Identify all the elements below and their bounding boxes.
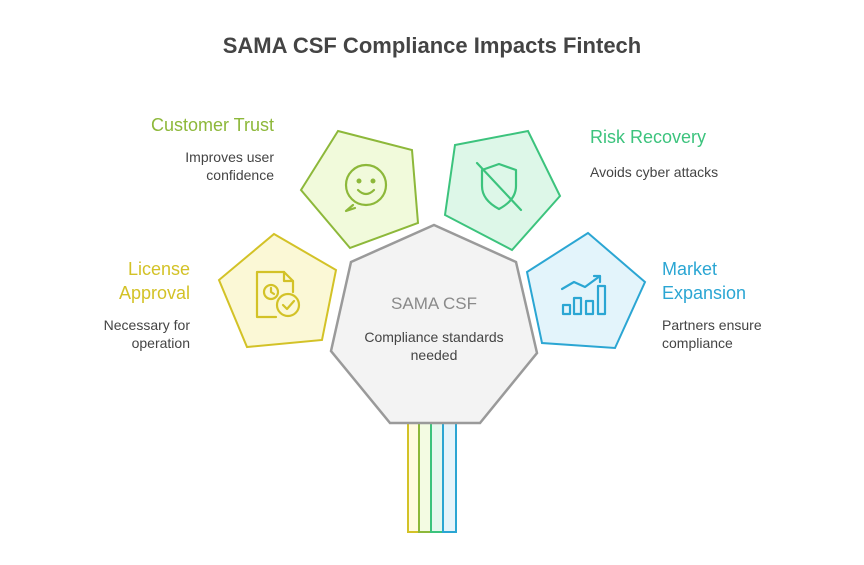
diagram-title: SAMA CSF Compliance Impacts Fintech bbox=[222, 33, 642, 58]
shield-off-icon bbox=[475, 161, 523, 212]
center-heptagon[interactable] bbox=[329, 223, 539, 425]
stem-stripes bbox=[407, 419, 457, 533]
risk-recovery-description: Avoids cyber attacks bbox=[590, 164, 719, 180]
license-approval-title: License Approval bbox=[118, 259, 190, 303]
market-expansion-title: Market Expansion bbox=[662, 259, 747, 303]
growth-chart-icon bbox=[560, 274, 607, 316]
smiley-chat-icon bbox=[344, 163, 388, 213]
customer-trust-title: Customer Trust bbox=[150, 115, 274, 135]
license-approval-description: Necessary for operation bbox=[103, 317, 190, 351]
market-expansion-description: Partners ensure compliance bbox=[662, 317, 762, 351]
market-expansion-pentagon[interactable] bbox=[525, 231, 647, 350]
stem-stripe-blue bbox=[442, 419, 457, 533]
risk-recovery-title: Risk Recovery bbox=[590, 127, 707, 147]
center-description: Compliance standards needed bbox=[364, 329, 504, 363]
document-check-icon bbox=[255, 270, 301, 319]
customer-trust-description: Improves user confidence bbox=[185, 149, 274, 183]
customer-trust-pentagon[interactable] bbox=[299, 129, 420, 250]
center-title: SAMA CSF bbox=[391, 294, 477, 313]
